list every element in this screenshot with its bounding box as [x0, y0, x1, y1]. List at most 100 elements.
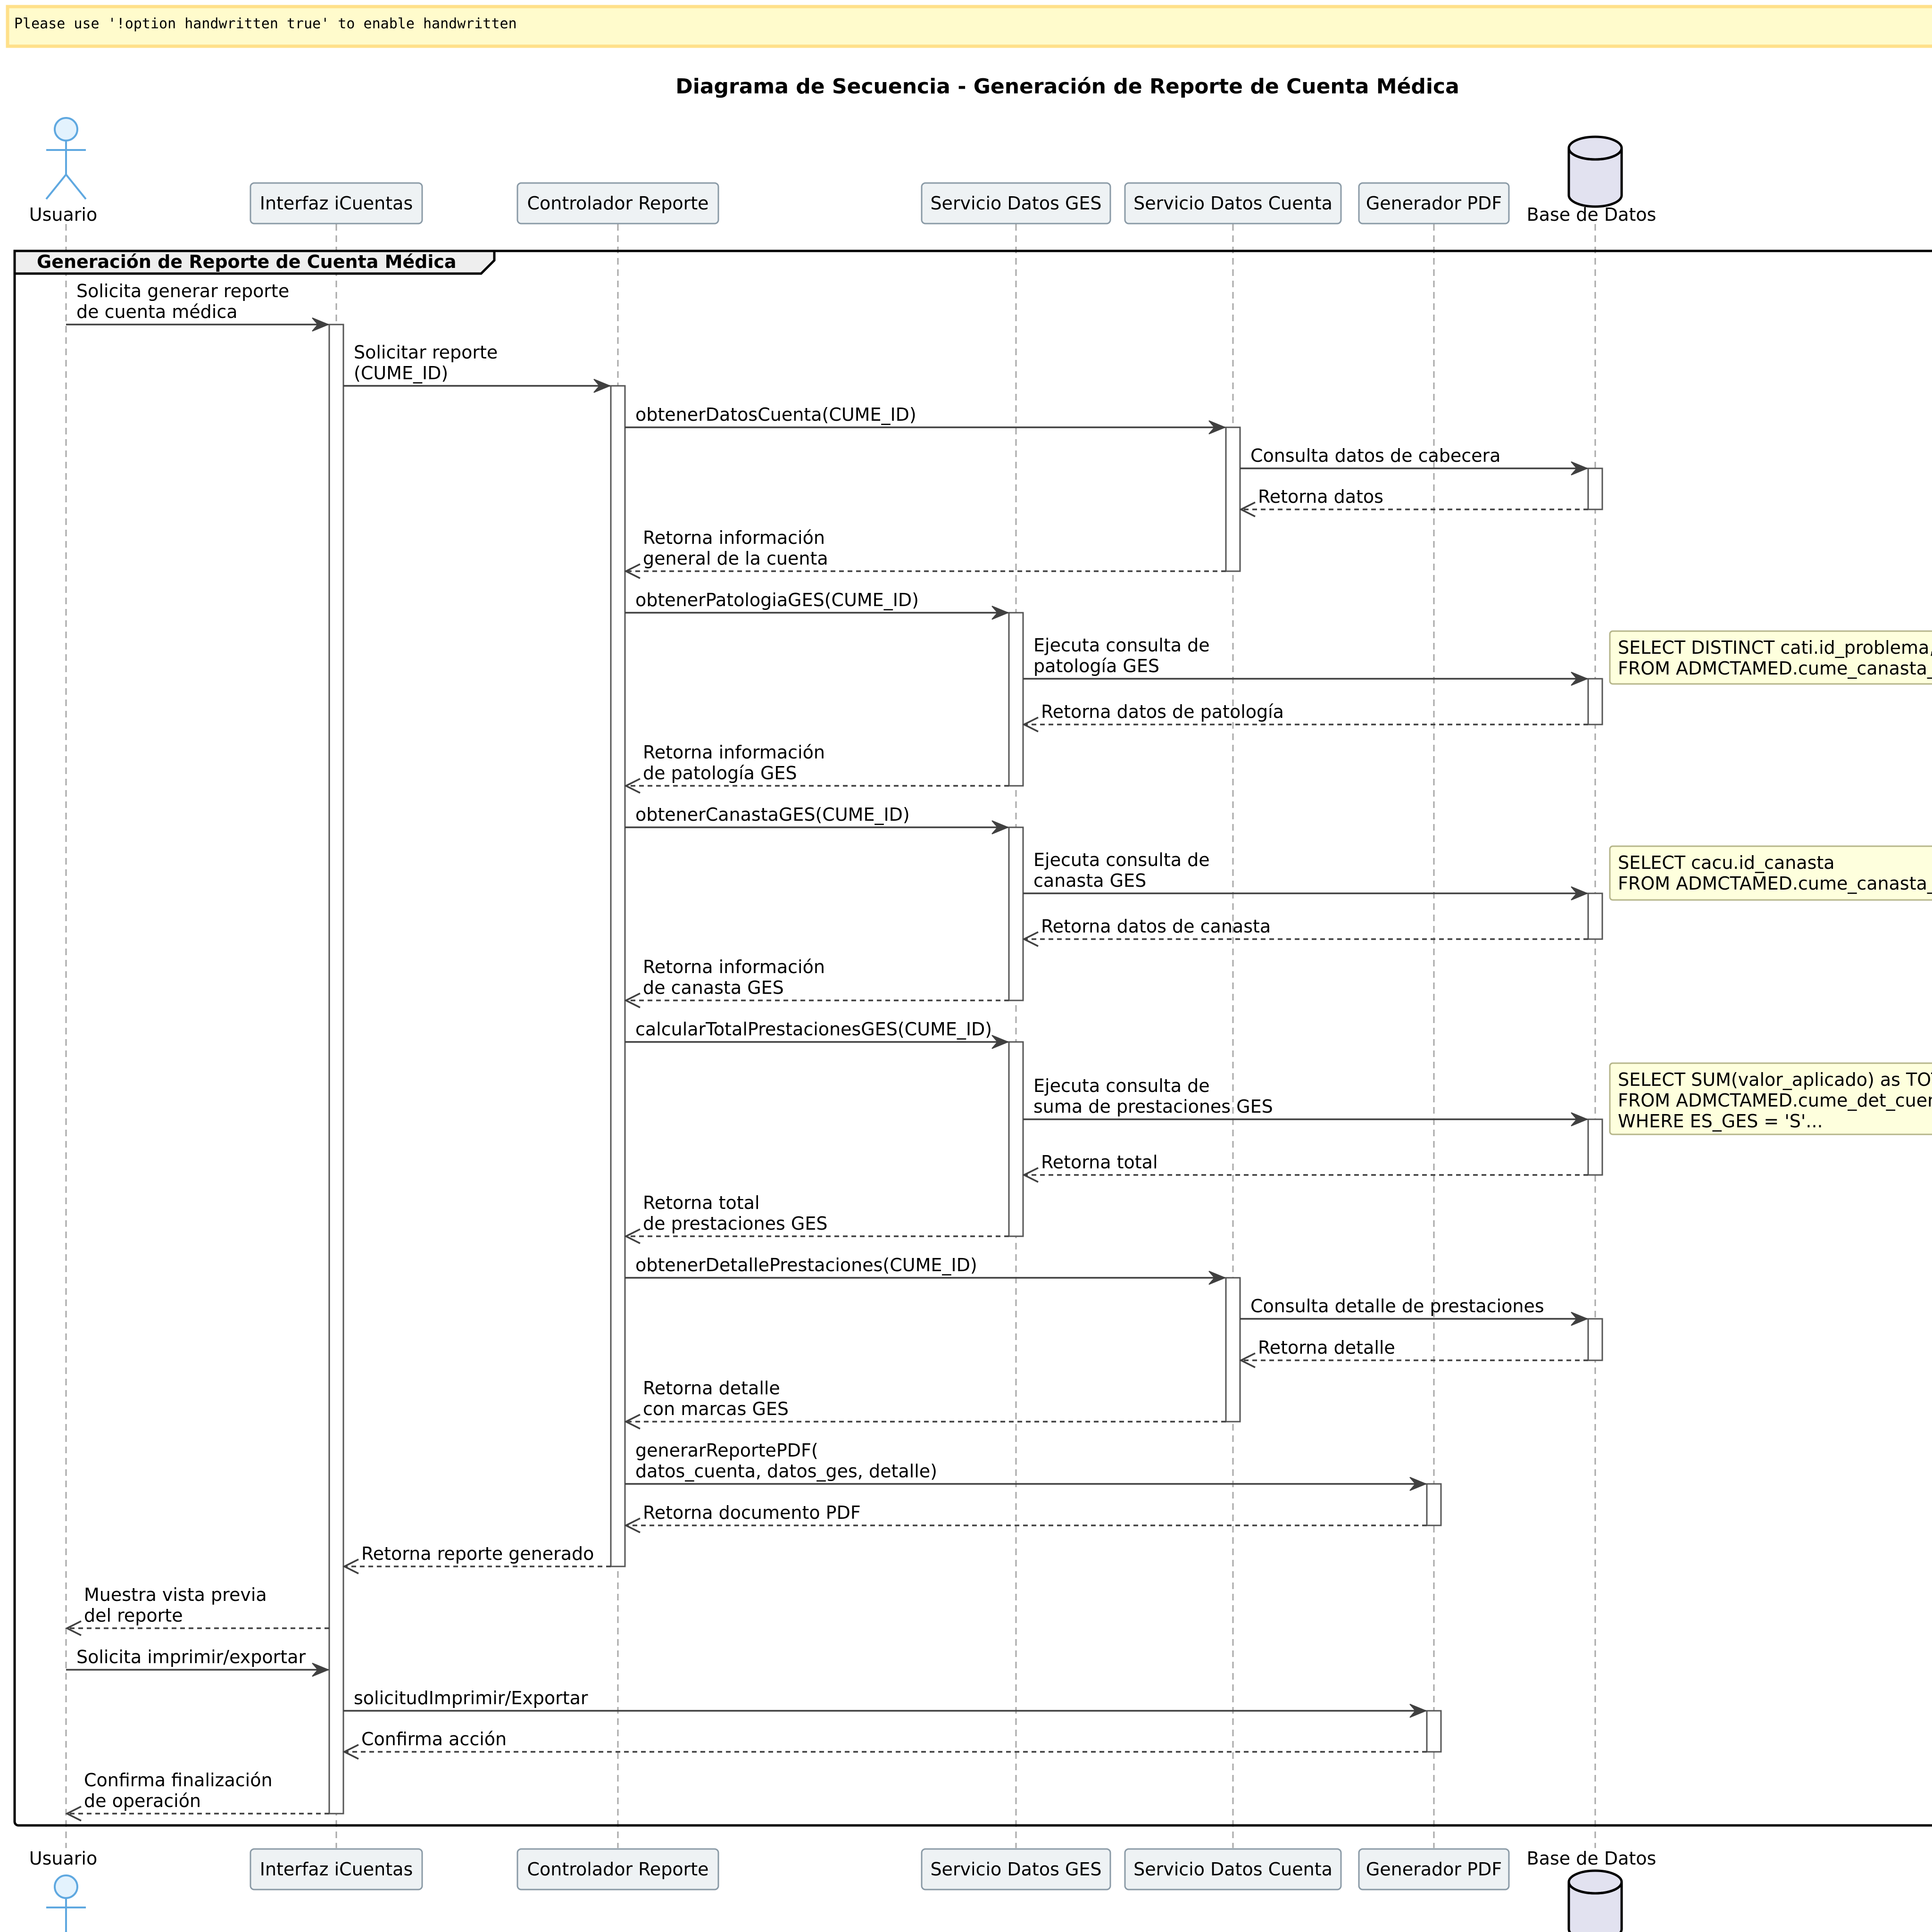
participant-box: [1124, 182, 1342, 225]
activation-bar-bd: [1587, 892, 1603, 940]
participant-box: [516, 1848, 719, 1890]
arrowhead-open: [1239, 501, 1256, 517]
participant-box: [921, 1848, 1111, 1890]
activation-bar-pdf: [1426, 1710, 1442, 1753]
actor-icon: [54, 1874, 78, 1899]
actor-body: [45, 141, 87, 200]
message-label: (CUME_ID): [354, 363, 448, 383]
message-label: Retorna datos de patología: [1041, 701, 1284, 722]
message-4: Consulta datos de cabecera: [1240, 445, 1589, 475]
participant-label: Interfaz iCuentas: [260, 193, 413, 214]
arrowhead-open: [624, 992, 641, 1008]
note-box: [1609, 630, 1932, 685]
activation-bar-bd: [1587, 1318, 1603, 1361]
message-27: Solicita imprimir/exportar: [66, 1647, 330, 1677]
group-frame-border: [13, 250, 1932, 1827]
activation-bars: [328, 324, 1603, 1815]
message-5: Retorna datos: [1239, 486, 1588, 517]
arrowhead-open: [624, 563, 641, 579]
participant-label: Usuario: [29, 1848, 97, 1869]
message-29: Confirma acción: [342, 1729, 1427, 1760]
message-label: de patología GES: [643, 763, 797, 783]
arrowhead-filled: [1571, 1112, 1589, 1126]
message-15: calcularTotalPrestacionesGES(CUME_ID): [625, 1019, 1009, 1049]
database-body: [1567, 148, 1623, 208]
diagram-title: Diagrama de Secuencia - Generación de Re…: [675, 75, 1459, 99]
participant-label: Base de Datos: [1527, 1848, 1657, 1869]
activation-bar-ges: [1008, 826, 1024, 1001]
participant-bd-top: Base de Datos: [1527, 135, 1656, 225]
arrowhead-filled: [1571, 886, 1589, 900]
activation-bar-ges: [1008, 1041, 1024, 1237]
activation-bar-bd: [1587, 467, 1603, 510]
arrowhead-filled: [312, 317, 330, 332]
arrowhead-open: [65, 1620, 82, 1636]
message-label: de prestaciones GES: [643, 1213, 827, 1234]
arrowhead-filled: [312, 1663, 330, 1677]
message-label: obtenerCanastaGES(CUME_ID): [635, 804, 910, 825]
activation-bar-cuenta: [1225, 1277, 1241, 1423]
message-label: Ejecuta consulta de: [1033, 849, 1210, 870]
arrowhead-open: [624, 1228, 641, 1244]
message-label: general de la cuenta: [643, 548, 828, 569]
participant-label: Servicio Datos Cuenta: [1133, 1859, 1332, 1880]
arrowhead-open: [1239, 1352, 1256, 1368]
participant-ges-bottom: Servicio Datos GES: [921, 1848, 1111, 1890]
participant-label: Usuario: [29, 204, 97, 225]
message-label: calcularTotalPrestacionesGES(CUME_ID): [635, 1019, 992, 1040]
message-7: obtenerPatologiaGES(CUME_ID): [625, 590, 1009, 620]
message-11: obtenerCanastaGES(CUME_ID): [625, 804, 1009, 834]
participant-interfaz-bottom: Interfaz iCuentas: [250, 1848, 423, 1890]
arrowhead-filled: [1571, 461, 1589, 475]
arrowhead-open: [624, 1517, 641, 1533]
note-text: WHERE ES_GES = 'S'...: [1618, 1111, 1823, 1132]
participant-interfaz-top: Interfaz iCuentas: [250, 182, 423, 225]
actor-icon: [54, 117, 78, 142]
arrowhead-open: [624, 1414, 641, 1430]
notes: SELECT DISTINCT cati.id_problema,FROM AD…: [1609, 630, 1932, 1135]
message-label: con marcas GES: [643, 1399, 789, 1419]
message-23: generarReportePDF(datos_cuenta, datos_ge…: [625, 1440, 1427, 1491]
activation-bar-ges: [1008, 612, 1024, 787]
message-label: Retorna información: [643, 957, 825, 977]
message-label: Retorna datos: [1258, 486, 1383, 507]
group-label-tab: [13, 250, 496, 275]
message-label: obtenerDatosCuenta(CUME_ID): [635, 404, 916, 425]
message-label: Solicita generar reporte: [76, 281, 289, 301]
participant-label: Servicio Datos GES: [930, 193, 1101, 214]
arrowhead-filled: [991, 1035, 1009, 1049]
message-label: de canasta GES: [643, 977, 784, 998]
participant-label: Generador PDF: [1366, 193, 1502, 214]
message-label: Confirma finalización: [84, 1770, 273, 1790]
note-box: [1609, 845, 1932, 901]
participant-cuenta-bottom: Servicio Datos Cuenta: [1124, 1848, 1342, 1890]
participant-label: Servicio Datos GES: [930, 1859, 1101, 1880]
activation-bar-pdf: [1426, 1483, 1442, 1526]
participant-usuario-bottom: Usuario: [29, 1848, 97, 1932]
arrowhead-open: [1022, 716, 1039, 733]
arrowhead-open: [65, 1806, 82, 1822]
message-28: solicitudImprimir/Exportar: [343, 1688, 1427, 1718]
participant-box: [516, 182, 719, 225]
message-label: Confirma acción: [361, 1729, 507, 1749]
message-17: Retorna total: [1022, 1152, 1588, 1183]
message-label: datos_cuenta, datos_ges, detalle): [635, 1461, 937, 1482]
message-label: Consulta detalle de prestaciones: [1250, 1296, 1544, 1316]
message-9: Retorna datos de patología: [1022, 701, 1588, 733]
message-label: Retorna documento PDF: [643, 1502, 861, 1523]
message-label: generarReportePDF(: [635, 1440, 818, 1461]
arrowhead-open: [1022, 1167, 1039, 1183]
actor-body: [46, 1898, 86, 1932]
message-label: de cuenta médica: [76, 301, 238, 322]
participant-pdf-bottom: Generador PDF: [1358, 1848, 1510, 1890]
